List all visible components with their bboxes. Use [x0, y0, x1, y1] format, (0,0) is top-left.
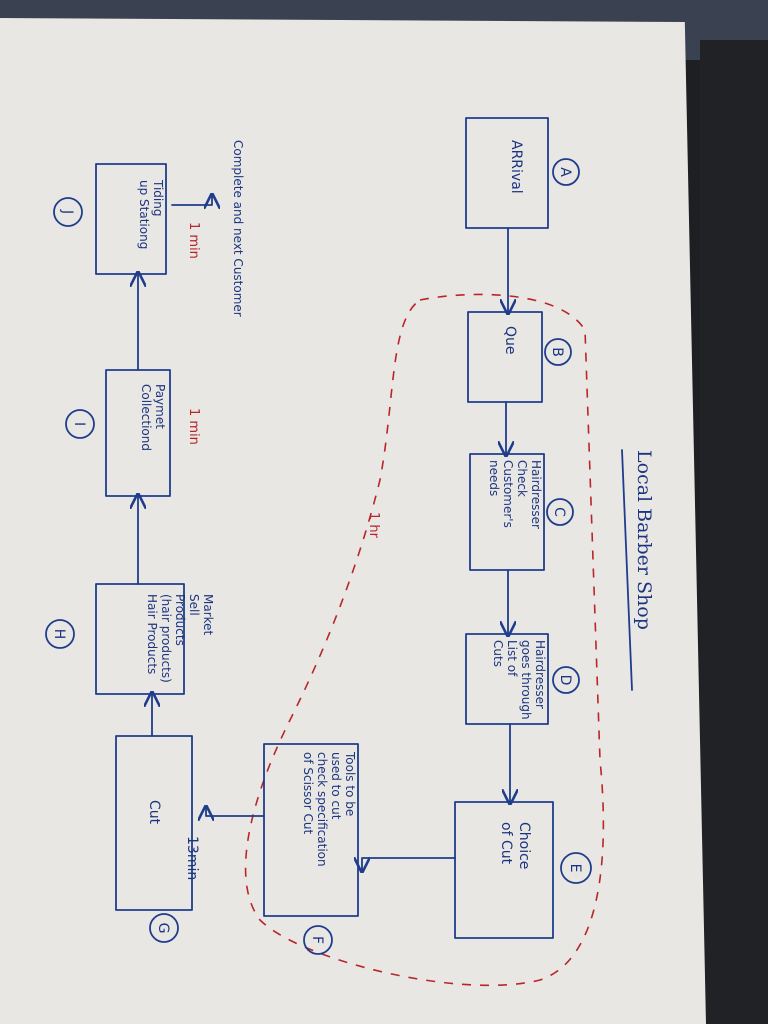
- diagram-title: Local Barber Shop: [633, 450, 655, 630]
- tidy-time-label: 1 min: [186, 222, 201, 259]
- node-b-box: [467, 311, 543, 403]
- node-j-label-line: up Stationg: [137, 180, 151, 249]
- node-g-box: [115, 735, 193, 911]
- node-h-label-line: Sell: [187, 594, 201, 616]
- node-a-box: [465, 117, 549, 229]
- node-e-label-line: of Cut: [498, 822, 514, 865]
- node-texts: ARRivalQueHairdresserCheckCustomer'sneed…: [137, 140, 547, 869]
- node-h-label-line: Market: [201, 594, 215, 636]
- cut-time-label: 13min: [184, 836, 200, 880]
- node-g-letter: G: [155, 923, 171, 934]
- node-d-box: [465, 633, 549, 725]
- title-underline: [621, 449, 633, 691]
- edge-j-complete: [171, 196, 212, 205]
- node-c-label-line: Hairdresser: [529, 460, 543, 529]
- node-d-label-line: goes through: [519, 640, 533, 720]
- node-d-label-line: Hairdresser: [533, 640, 547, 709]
- node-c-label-line: needs: [487, 460, 501, 496]
- group-time-label: 1 hr: [366, 512, 381, 539]
- payment-time-label: 1 min: [186, 408, 201, 445]
- node-e-letter: E: [567, 864, 583, 873]
- node-c-box: [469, 453, 545, 571]
- time-group-outline: [244, 293, 605, 987]
- node-h-label-line: (hair products): [159, 594, 173, 683]
- node-f-box: [263, 743, 359, 917]
- node-f-label-line: used to cut: [329, 752, 343, 820]
- node-j-box: [95, 163, 167, 275]
- node-d-letter: D: [557, 675, 573, 686]
- background-laptop: [700, 40, 768, 1024]
- node-i-letter: I: [71, 422, 87, 426]
- letters: A B C D E F G H I J: [51, 167, 583, 944]
- complete-note: Complete and next Customer: [231, 140, 245, 317]
- node-e-box: [454, 801, 554, 939]
- node-e-label-line: Choice: [516, 822, 532, 869]
- node-c-label-line: Check: [515, 460, 529, 497]
- edge-e-f: [362, 858, 456, 870]
- node-a-label-line: ARRival: [508, 140, 524, 194]
- node-f-label-line: check specification: [315, 752, 329, 867]
- node-h-letter: H: [51, 629, 67, 640]
- node-j-label-line: Tiding: [151, 179, 165, 216]
- node-f-label-line: Tools to be: [343, 751, 357, 816]
- node-c-label-line: Customer's: [501, 460, 515, 528]
- node-h-label-line: Products: [173, 594, 187, 646]
- node-f-letter: F: [309, 936, 325, 944]
- node-f-label-line: of Scissor Cut: [301, 752, 315, 835]
- node-i-box: [105, 369, 171, 497]
- node-a-letter: A: [557, 167, 573, 177]
- node-h-box: [95, 583, 185, 695]
- node-j-letter: J: [59, 209, 75, 214]
- node-letter-badges: [45, 158, 592, 955]
- node-b-label-line: Que: [502, 326, 518, 355]
- node-g-label-line: Cut: [146, 800, 162, 825]
- node-h-label-line: Hair Products: [145, 594, 159, 674]
- paper-sheet: [0, 18, 706, 1024]
- node-c-letter: C: [551, 507, 567, 517]
- node-d-label-line: Cuts: [491, 640, 505, 667]
- edge-f-g: [206, 808, 265, 816]
- node-i-label-line: Paymet: [153, 384, 167, 429]
- node-b-letter: B: [549, 347, 565, 357]
- node-d-label-line: List of: [505, 640, 519, 677]
- node-i-label-line: Collectiond: [139, 384, 153, 451]
